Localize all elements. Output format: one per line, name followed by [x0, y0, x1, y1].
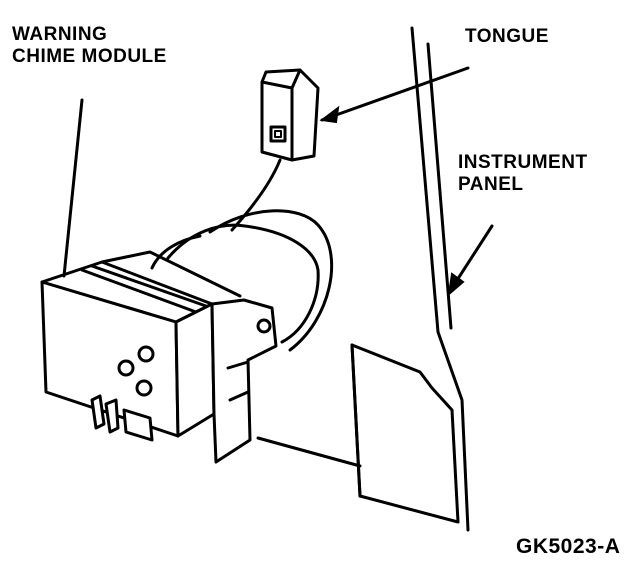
panel-label-line2: PANEL [458, 174, 524, 195]
chime-leader [62, 98, 84, 278]
tongue-connector [260, 68, 320, 162]
panel-arrowhead [447, 272, 465, 297]
warning-chime-module-label: WARNING CHIME MODULE [12, 24, 167, 68]
leader-lines [62, 66, 494, 297]
chime-label-line1: WARNING [12, 24, 108, 45]
instrument-panel [256, 26, 470, 532]
tongue-arrowhead [319, 105, 340, 124]
figure-code: GK5023-A [516, 535, 621, 558]
chime-module [40, 250, 278, 464]
instrument-panel-label: INSTRUMENT PANEL [458, 152, 588, 196]
wire [150, 158, 333, 352]
tongue-leader [320, 66, 470, 122]
panel-label-line1: INSTRUMENT [458, 152, 588, 173]
tongue-label: TONGUE [465, 26, 549, 47]
chime-label-line2: CHIME MODULE [12, 46, 167, 67]
